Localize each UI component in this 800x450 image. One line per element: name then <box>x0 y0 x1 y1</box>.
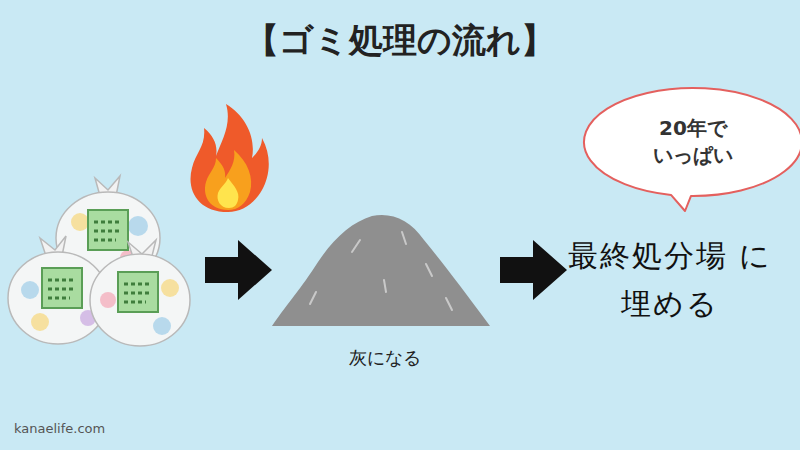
watermark: kanaelife.com <box>14 421 214 436</box>
title: 【ゴミ処理の流れ】 <box>0 20 800 61</box>
bubble-text: 20年で いっぱい <box>649 115 737 169</box>
speech-bubble: 20年で いっぱい <box>582 86 800 212</box>
ash-pile <box>272 215 490 326</box>
destination-text: 最終処分場 に埋める <box>560 232 780 328</box>
bubble-content: 20年で いっぱい <box>582 115 800 169</box>
garbage-bags <box>8 176 190 346</box>
fire-icon <box>191 104 269 212</box>
caption-text: 灰になる <box>320 346 450 370</box>
